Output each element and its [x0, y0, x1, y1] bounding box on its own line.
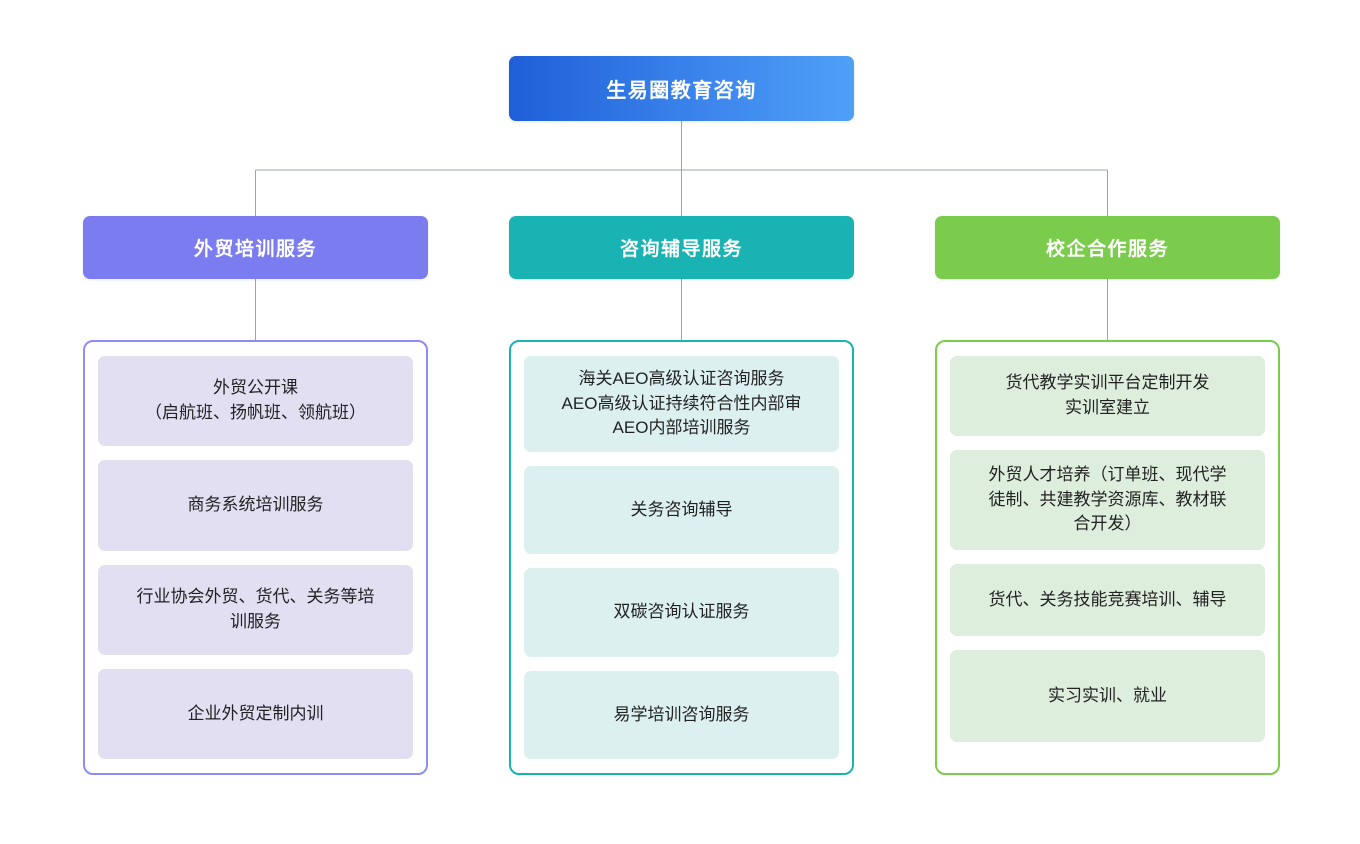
branch-container-waimao-peixun: 外贸公开课 （启航班、扬帆班、领航班） 商务系统培训服务 行业协会外贸、货代、关…: [83, 340, 428, 775]
branch-header-zixun-fudao[interactable]: 咨询辅导服务: [509, 216, 854, 279]
item-card[interactable]: 易学培训咨询服务: [524, 670, 839, 759]
item-card[interactable]: 行业协会外贸、货代、关务等培 训服务: [98, 564, 413, 655]
branch-header-label: 咨询辅导服务: [619, 239, 743, 260]
item-card[interactable]: 关务咨询辅导: [524, 465, 839, 555]
item-card[interactable]: 海关AEO高级认证咨询服务 AEO高级认证持续符合性内部审 AEO内部培训服务: [524, 356, 839, 452]
branch-container-xiaoqi-hezuo: 货代教学实训平台定制开发 实训室建立 外贸人才培养（订单班、现代学 徒制、共建教…: [935, 340, 1280, 775]
branch-header-xiaoqi-hezuo[interactable]: 校企合作服务: [935, 216, 1280, 279]
branch-header-label: 外贸培训服务: [193, 239, 317, 260]
branch-header-label: 校企合作服务: [1045, 239, 1169, 260]
item-card[interactable]: 货代、关务技能竞赛培训、辅导: [950, 564, 1265, 636]
root-node[interactable]: 生易圈教育咨询: [509, 56, 854, 121]
item-card[interactable]: 货代教学实训平台定制开发 实训室建立: [950, 356, 1265, 436]
root-node-label: 生易圈教育咨询: [606, 80, 757, 102]
item-card[interactable]: 实习实训、就业: [950, 650, 1265, 742]
item-card[interactable]: 外贸公开课 （启航班、扬帆班、领航班）: [98, 356, 413, 447]
branch-container-zixun-fudao: 海关AEO高级认证咨询服务 AEO高级认证持续符合性内部审 AEO内部培训服务 …: [509, 340, 854, 775]
item-card[interactable]: 双碳咨询认证服务: [524, 568, 839, 657]
item-card[interactable]: 外贸人才培养（订单班、现代学 徒制、共建教学资源库、教材联 合开发）: [950, 450, 1265, 550]
item-card[interactable]: 企业外贸定制内训: [98, 668, 413, 759]
branch-header-waimao-peixun[interactable]: 外贸培训服务: [83, 216, 428, 279]
item-card[interactable]: 商务系统培训服务: [98, 460, 413, 551]
